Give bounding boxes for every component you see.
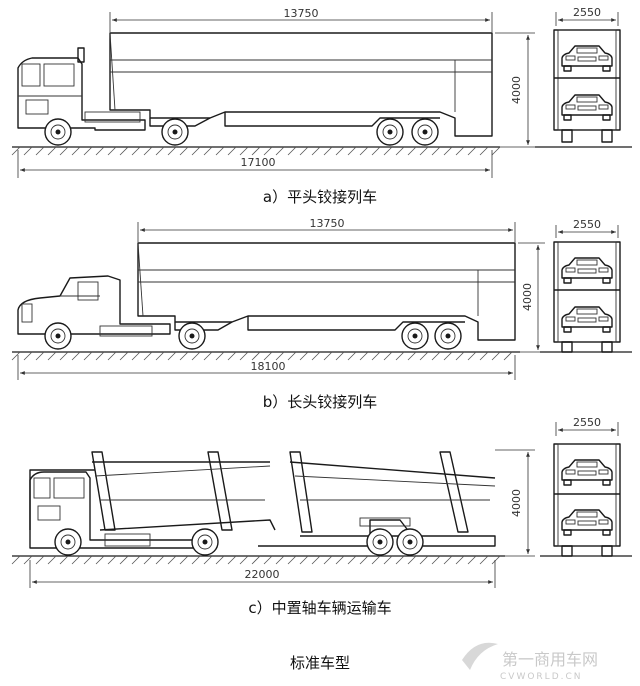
car-lower-deck: [561, 509, 613, 536]
panel-b-long-head-articulated-train: 13750 4000 18100 b）长头铰接列车: [11, 217, 632, 411]
truck-front-wheel: [54, 528, 82, 556]
panel-caption: b）长头铰接列车: [263, 393, 378, 411]
rear-view: 2550: [540, 218, 632, 353]
height-dimension: 4000: [510, 489, 523, 517]
car-lower-deck: [561, 94, 613, 121]
width-dimension: 2550: [573, 218, 601, 231]
tractor-front-wheel: [44, 118, 72, 146]
enclosed-trailer-box: [137, 242, 516, 341]
truck-cab: [29, 471, 219, 556]
tractor-rear-wheel: [178, 322, 206, 350]
trailer-wheel: [434, 322, 462, 350]
tractor-front-wheel: [44, 322, 72, 350]
figure-title: 标准车型: [290, 654, 350, 672]
car-upper-deck: [561, 459, 613, 486]
panel-c-center-axle-car-transporter: 4000: [11, 416, 632, 617]
panel-caption: c）中置轴车辆运输车: [248, 599, 391, 617]
width-dimension: 2550: [573, 6, 601, 19]
length-dimension: 13750: [310, 217, 345, 230]
svg-text:第一商用车网: 第一商用车网: [502, 650, 598, 669]
center-axle-trailer: [258, 451, 496, 556]
ground-hatch: [11, 146, 501, 156]
ground-hatch: [11, 555, 501, 565]
length-dimension: 13750: [284, 7, 319, 20]
panel-a-flat-head-articulated-train: 13750 4000 17100: [11, 6, 632, 206]
car-upper-deck: [561, 257, 613, 284]
trailer-wheel: [396, 528, 424, 556]
tractor-rear-wheel: [161, 118, 189, 146]
enclosed-trailer-box: [109, 32, 493, 137]
trailer-wheel: [401, 322, 429, 350]
width-dimension: 2550: [573, 416, 601, 429]
panel-caption: a）平头铰接列车: [263, 188, 377, 206]
car-upper-deck: [561, 45, 613, 72]
height-dimension: 4000: [510, 76, 523, 104]
total-length-dimension: 18100: [251, 360, 286, 373]
total-length-dimension: 17100: [241, 156, 276, 169]
watermark-logo: 第一商用车网 CVWORLD.CN: [462, 642, 598, 682]
truck-car-rack: [29, 451, 276, 531]
car-lower-deck: [561, 306, 613, 333]
trailer-wheel: [366, 528, 394, 556]
total-length-dimension: 22000: [245, 568, 280, 581]
ground-hatch: [11, 351, 513, 361]
trailer-wheel: [411, 118, 439, 146]
height-dimension: 4000: [521, 283, 534, 311]
long-head-tractor: [17, 275, 206, 350]
truck-rear-wheel: [191, 528, 219, 556]
rear-view: 2550: [540, 416, 632, 557]
rear-view: 2550: [535, 6, 632, 148]
svg-text:CVWORLD.CN: CVWORLD.CN: [500, 672, 583, 682]
flat-head-tractor: [17, 47, 189, 146]
trailer-wheel: [376, 118, 404, 146]
